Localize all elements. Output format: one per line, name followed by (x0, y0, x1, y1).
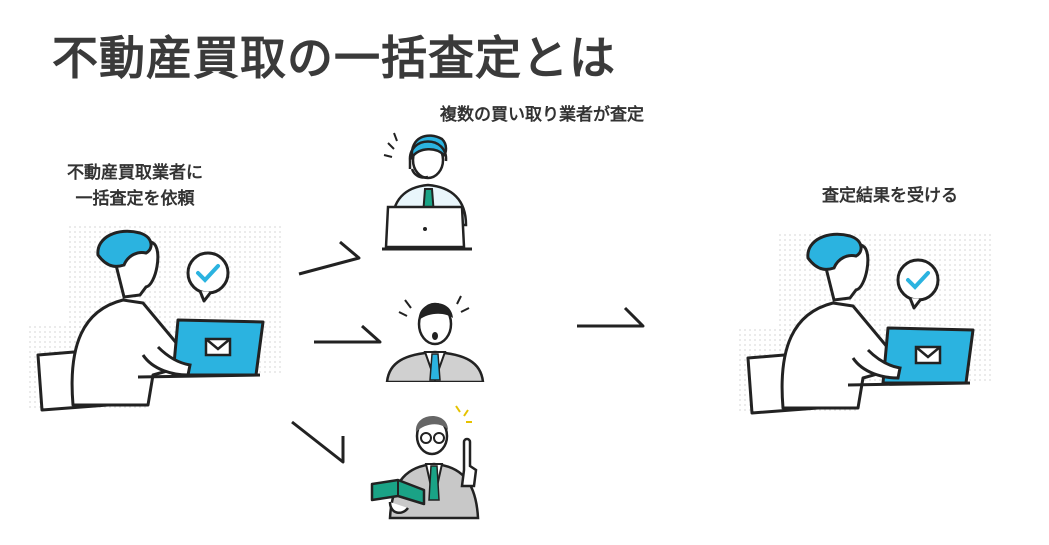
person-hair (96, 229, 153, 268)
operator-illustration (382, 132, 472, 251)
result-caption: 査定結果を受ける (822, 186, 958, 206)
appraise-caption: 複数の買い取り業者が査定 (440, 105, 644, 125)
check-bubble-icon (186, 251, 230, 295)
headset-icon (408, 140, 448, 179)
request-caption-line2: 一括査定を依頼 (75, 189, 195, 209)
request-caption-line1: 不動産買取業者に (67, 163, 203, 183)
laptop-base (847, 381, 971, 387)
person-hair (806, 232, 863, 271)
operator-hair (410, 134, 448, 161)
person-arm (141, 345, 192, 377)
expert-hand (460, 437, 478, 488)
arrow-to-result (577, 306, 645, 328)
arrow-to-businessman (314, 324, 382, 344)
arrow-to-operator (298, 240, 361, 276)
expert-hair (415, 415, 448, 432)
surprise-lines-icon (398, 295, 470, 317)
surprise-lines-icon (383, 132, 398, 158)
businessman-hair (418, 303, 453, 320)
result-user-illustration (738, 232, 991, 415)
businessman-tie (429, 353, 441, 381)
laptop-base (137, 373, 261, 379)
page-title: 不動産買取の一括査定とは (52, 31, 616, 85)
expert-tie (428, 465, 440, 501)
expert-illustration (370, 405, 480, 520)
arrow-to-expert (291, 420, 345, 464)
person-arm (851, 348, 902, 380)
user-laptop-illustration (28, 225, 283, 412)
request-caption: 不動産買取業者に 一括査定を依頼 (40, 160, 230, 212)
businessman-illustration (385, 295, 485, 382)
check-bubble-icon (896, 258, 940, 302)
idea-sparkle-icon (455, 405, 472, 423)
